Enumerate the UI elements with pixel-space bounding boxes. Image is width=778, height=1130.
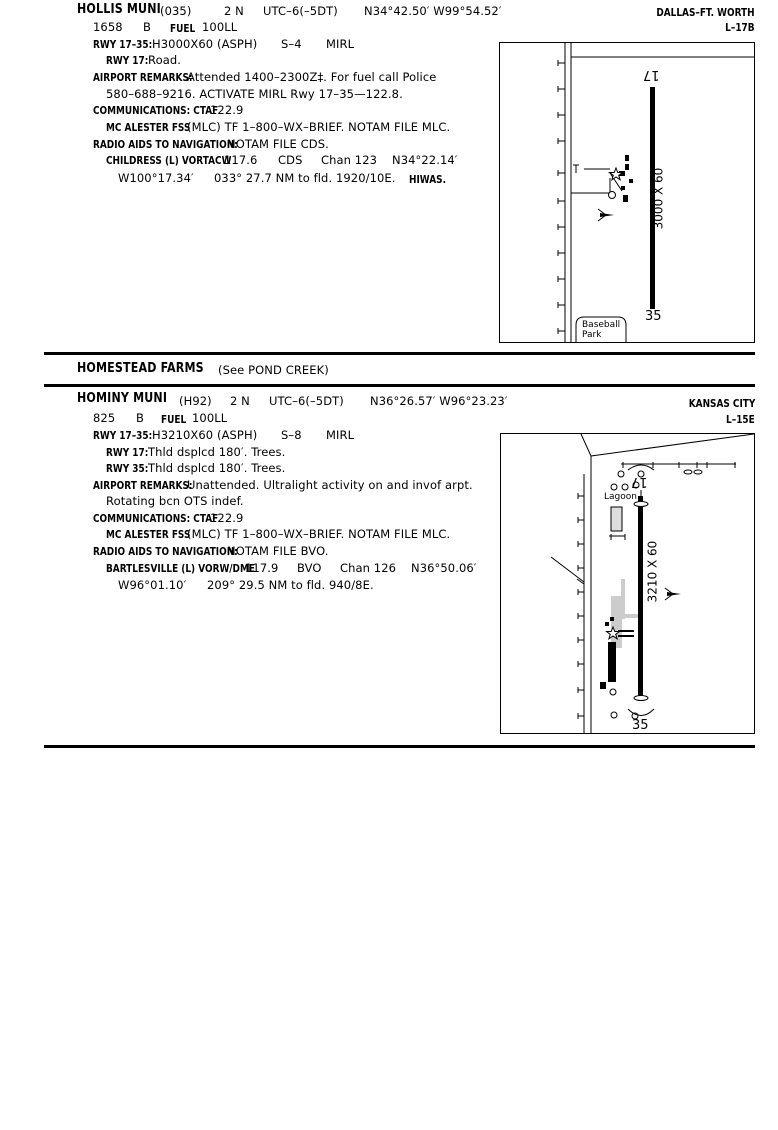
fuel-class: B [143,20,151,34]
runway-dimensions: 3210 X 60 [645,540,660,603]
comm-freq: 122.9 [210,103,244,117]
airport-elevation: 1658 [93,20,123,34]
airport-name-homestead: HOMESTEAD FARMS [77,360,204,376]
remarks-line-2: Rotating bcn OTS indef. [106,494,244,508]
vor-chan: Chan 123 [321,153,378,167]
airport-ident: (035) [160,4,192,18]
vor-hiwas: HIWAS. [409,174,446,186]
region-label: KANSAS CITY [688,398,755,410]
vor-lat: N34°22.14′ [392,153,458,167]
vor-bearing: 033° 27.7 NM to fld. 1920/10E. [214,171,396,185]
vor-label: BARTLESVILLE (L) VORW/DME [106,563,255,575]
nav-text: NOTAM FILE CDS. [227,137,329,151]
vor-bearing: 209° 29.5 NM to fld. 940/8E. [207,578,374,592]
airport-coords: N34°42.50′ W99°54.52′ [364,4,502,18]
comm-freq: 122.9 [210,511,244,525]
runway-line: RWY 17–35: [93,430,153,442]
vor-lon: W100°17.34′ [118,171,194,185]
vor-lon: W96°01.10′ [118,578,187,592]
section-divider [44,352,755,355]
fuel-label: FUEL [170,23,196,35]
remarks-line-1: Attended 1400–2300Z‡. For fuel call Poli… [187,70,437,84]
remarks-label: AIRPORT REMARKS: [93,480,193,492]
fuel-type: 100LL [192,411,228,425]
rwy35-text: Thld dsplcd 180′. Trees. [148,461,286,475]
fuel-class: B [136,411,144,425]
comm-label: COMMUNICATIONS: CTAF [93,513,219,525]
nav-label: RADIO AIDS TO NAVIGATION: [93,546,238,558]
runway-bar [638,496,643,701]
section-divider [44,384,755,387]
fuel-label: FUEL [161,414,187,426]
runway-surface: H3210X60 (ASPH) [152,428,258,442]
vor-chan: Chan 126 [340,561,397,575]
comm-label: COMMUNICATIONS: CTAF [93,105,219,117]
runway-end-17: 17 [631,474,648,489]
rwy17-text: Road. [148,53,182,67]
nav-label: RADIO AIDS TO NAVIGATION: [93,139,238,151]
airport-diagram-hollis: 17 35 3000 X 60 Baseball Park [499,42,755,343]
label-park: Park [582,330,602,340]
rwy17-text: Thld dsplcd 180′. Trees. [148,445,286,459]
airport-ident: (H92) [179,394,212,408]
runway-end-35: 35 [645,309,662,324]
remarks-line-2: 580–688–9216. ACTIVATE MIRL Rwy 17–35—12… [106,87,403,101]
fuel-type: 100LL [202,20,238,34]
rwy17-label: RWY 17: [106,55,149,67]
runway-dimensions: 3000 X 60 [651,167,666,230]
vor-id: CDS [278,153,303,167]
airport-name-hominy: HOMINY MUNI [77,390,168,406]
vor-lat: N36°50.06′ [411,561,477,575]
airport-distance: 2 N [224,4,244,18]
vor-id: BVO [297,561,322,575]
airport-utc: UTC–6(–5DT) [263,4,338,18]
label-lagoon: Lagoon [604,492,637,502]
section-divider [44,745,755,748]
fss-label: MC ALESTER FSS [106,529,191,541]
airport-coords: N36°26.57′ W96°23.23′ [370,394,508,408]
region-label: DALLAS–FT. WORTH [656,7,755,19]
airport-elevation: 825 [93,411,116,425]
label-baseball: Baseball [582,320,621,330]
runway-line: RWY 17–35: [93,39,153,51]
fss-text: (MLC) TF 1–800–WX–BRIEF. NOTAM FILE MLC. [187,527,451,541]
nav-text: NOTAM FILE BVO. [227,544,329,558]
runway-lighting: MIRL [326,37,355,51]
runway-lighting: MIRL [326,428,355,442]
vor-freq: 117.9 [245,561,279,575]
see-reference: (See POND CREEK) [218,363,329,377]
airport-utc: UTC–6(–5DT) [269,394,344,408]
airport-distance: 2 N [230,394,250,408]
airport-name-hollis: HOLLIS MUNI [77,1,161,17]
runway-surface: H3000X60 (ASPH) [152,37,258,51]
runway-bar [650,87,655,309]
rwy17-label: RWY 17: [106,447,149,459]
runway-end-35: 35 [632,718,649,733]
runway-end-17: 17 [643,67,660,82]
airport-diagram-hominy: 17 35 3210 X 60 Lagoon [500,433,755,734]
chart-label: L–15E [726,414,755,426]
remarks-line-1: Unattended. Ultralight activity on and i… [187,478,473,492]
chart-label: L–17B [725,22,755,34]
runway-strength: S–4 [281,37,302,51]
remarks-label: AIRPORT REMARKS: [93,72,193,84]
runway-strength: S–8 [281,428,302,442]
rwy35-label: RWY 35: [106,463,149,475]
fss-text: (MLC) TF 1–800–WX–BRIEF. NOTAM FILE MLC. [187,120,451,134]
vor-freq: 117.6 [224,153,258,167]
vor-label: CHILDRESS (L) VORTACW [106,155,232,167]
fss-label: MC ALESTER FSS [106,122,191,134]
